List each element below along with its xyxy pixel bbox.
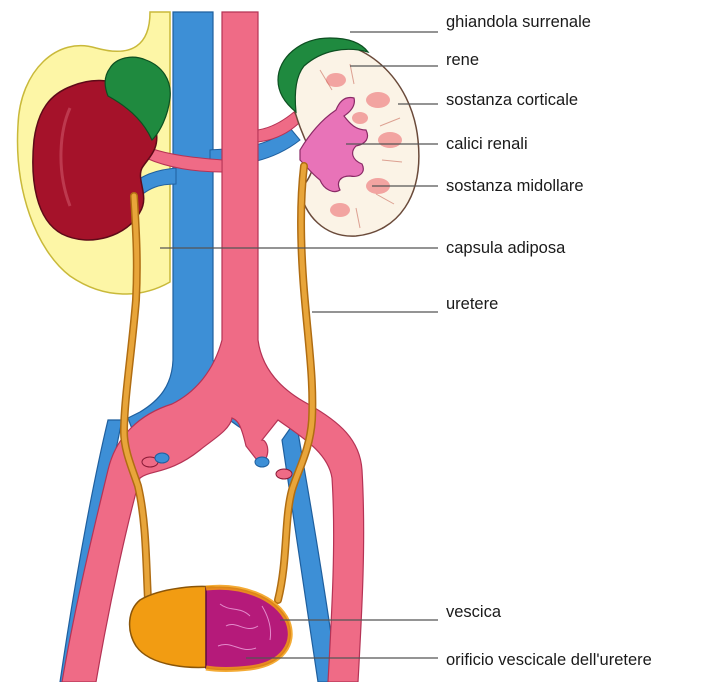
label-medulla: sostanza midollare	[446, 176, 584, 196]
label-ureter: uretere	[446, 294, 498, 314]
cut-vein-right	[255, 457, 269, 467]
label-bladder: vescica	[446, 602, 501, 622]
cut-artery-right	[276, 469, 292, 479]
label-calyces: calici renali	[446, 134, 528, 154]
label-cortex: sostanza corticale	[446, 90, 578, 110]
label-ureteral-orifice: orificio vescicale dell'uretere	[446, 650, 652, 670]
label-kidney: rene	[446, 50, 479, 70]
label-adrenal-gland: ghiandola surrenale	[446, 12, 591, 32]
cut-vein-left	[155, 453, 169, 463]
label-adipose-capsule: capsula adiposa	[446, 238, 565, 258]
